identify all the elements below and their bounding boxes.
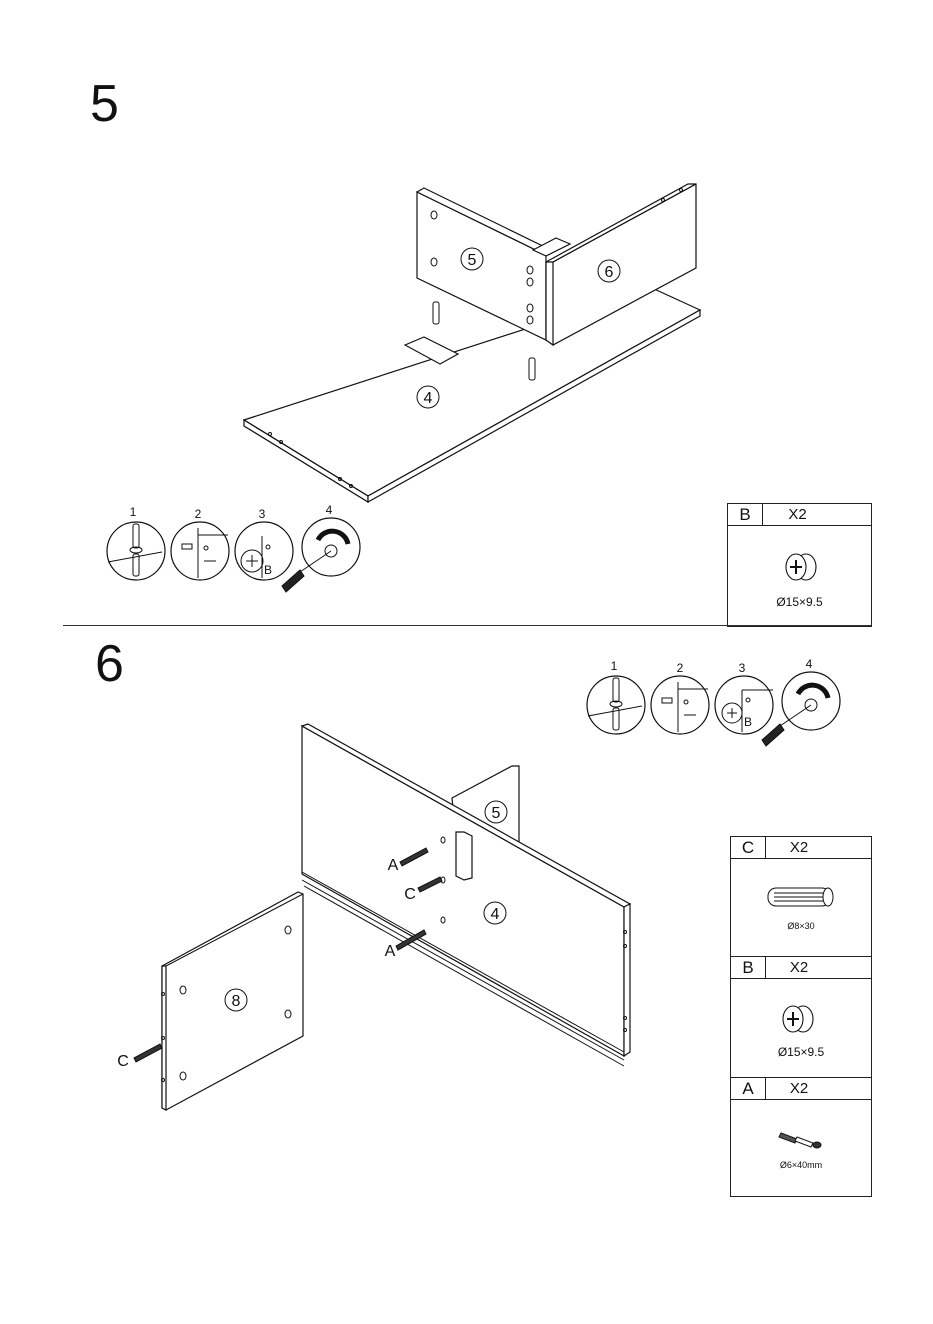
hardware-b-header: B X2 (731, 957, 871, 979)
step-5-part-4-label: 4 (424, 390, 433, 407)
step-6-seq-2-label: 2 (677, 661, 684, 675)
hardware-a-letter: A (731, 1078, 766, 1099)
hardware-b-letter: B (731, 957, 766, 978)
step-5-seq-3-label: 3 (259, 507, 266, 521)
hardware-c-quantity: X2 (765, 837, 871, 858)
hardware-c-letter: C (731, 837, 766, 858)
step-6-part-5-label: 5 (492, 805, 501, 822)
step-6-part-4-label: 4 (491, 906, 500, 923)
step-5-assembly-drawing: 5 6 4 (0, 0, 933, 520)
hardware-a-quantity: X2 (765, 1078, 871, 1099)
step-5-hardware-box: B X2 Ø15×9.5 (727, 503, 872, 627)
hardware-a-header: A X2 (731, 1078, 871, 1100)
step-5-seq-1-label: 1 (130, 505, 137, 519)
step-5-seq-marker-b: B (264, 563, 272, 577)
cam-lock-icon (777, 999, 817, 1039)
step-6-hardware-box: C X2 Ø8×30 B X2 Ø15×9.5 A X2 (730, 836, 872, 1197)
step-5-part-6-label: 6 (605, 264, 614, 281)
step-6-callout-c-middle: C (404, 886, 416, 903)
step-divider (63, 625, 871, 626)
step-5-seq-2-label: 2 (195, 507, 202, 521)
hardware-b-header: B X2 (728, 504, 871, 526)
hardware-b-size: Ø15×9.5 (731, 1045, 871, 1059)
hardware-c-size: Ø8×30 (731, 921, 871, 931)
step-6-callout-a-bottom: A (385, 943, 396, 960)
step-6-seq-1-label: 1 (611, 659, 618, 673)
hardware-b-quantity: X2 (762, 504, 871, 525)
step-5-seq-4-label: 4 (326, 503, 333, 517)
step-6-seq-3-label: 3 (739, 661, 746, 675)
wood-dowel-icon (766, 885, 836, 909)
step-6-part-8-label: 8 (232, 993, 241, 1010)
hardware-b-size: Ø15×9.5 (728, 595, 871, 609)
step-6-callout-c-panel8: C (117, 1053, 129, 1070)
step-6-callout-a-top: A (388, 857, 399, 874)
hardware-b-letter: B (728, 504, 763, 525)
step-5-cam-lock-sequence: 1 2 3 4 B (100, 500, 400, 610)
hardware-a-size: Ø6×40mm (731, 1160, 871, 1170)
step-6-seq-4-label: 4 (806, 657, 813, 671)
hardware-b-quantity: X2 (765, 957, 871, 978)
step-5-part-5-label: 5 (468, 252, 477, 269)
hardware-c-header: C X2 (731, 837, 871, 859)
cam-lock-icon (780, 547, 820, 587)
cam-bolt-icon (779, 1127, 829, 1151)
step-6-number: 6 (95, 638, 124, 690)
